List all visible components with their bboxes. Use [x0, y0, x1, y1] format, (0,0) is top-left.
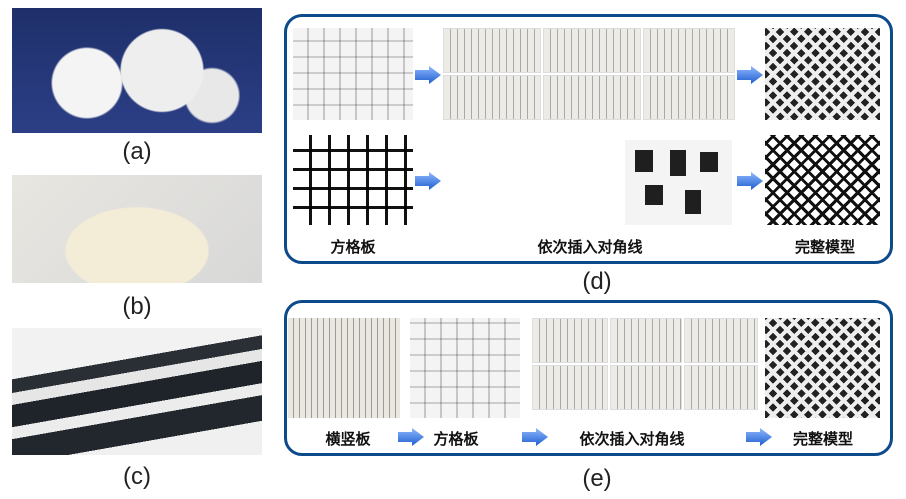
step-label-complete-model: 完整模型: [794, 238, 855, 256]
photo-white-complete-model: [765, 28, 880, 120]
photo-cross-plates: [288, 318, 400, 418]
arrow-icon: [737, 66, 763, 84]
photo-cream-pellets: [12, 175, 262, 283]
photo-white-pellets: [12, 8, 262, 133]
caption-e: (e): [582, 465, 612, 492]
photo-black-diagonal-plates: [443, 140, 620, 225]
panel-d-frame: [284, 14, 893, 264]
step-label-grid-board: 方格板: [433, 430, 479, 448]
photo-black-grid-board: [293, 135, 413, 225]
panel-e-frame: [284, 300, 893, 456]
photo-black-complete-model: [765, 135, 880, 225]
arrow-icon: [398, 428, 424, 446]
arrow-icon: [415, 172, 441, 190]
step-label-cross-plates: 横竖板: [325, 430, 371, 448]
photo-white-grid-board: [293, 28, 413, 120]
caption-d: (d): [582, 268, 612, 295]
photo-black-tubes: [12, 328, 262, 455]
arrow-icon: [737, 172, 763, 190]
photo-black-small-pieces: [625, 140, 732, 225]
caption-b: (b): [122, 293, 152, 320]
caption-c: (c): [123, 463, 151, 490]
arrow-icon: [522, 428, 548, 446]
step-label-grid-board: 方格板: [330, 238, 376, 256]
step-label-insert-diagonals: 依次插入对角线: [579, 430, 685, 448]
caption-a: (a): [122, 138, 152, 165]
arrow-icon: [746, 428, 772, 446]
step-label-insert-diagonals: 依次插入对角线: [537, 238, 643, 256]
arrow-icon: [415, 66, 441, 84]
photo-complete-model: [765, 318, 880, 418]
step-label-complete-model: 完整模型: [792, 430, 853, 448]
photo-grid-board: [410, 318, 520, 418]
